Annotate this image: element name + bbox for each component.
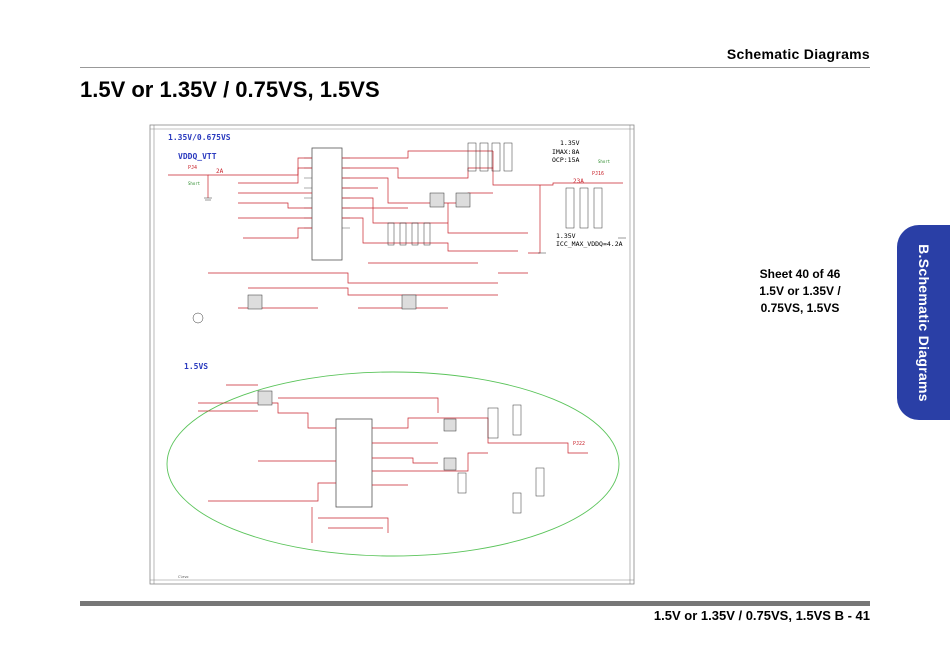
footer-text: 1.5V or 1.35V / 0.75VS, 1.5VS B - 41 (653, 608, 870, 623)
page-title: 1.5V or 1.35V / 0.75VS, 1.5VS (80, 77, 380, 102)
section-header: Schematic Diagrams (726, 46, 870, 62)
label-vs: 1.5VS (184, 362, 208, 371)
note-icc: ICC_MAX_VDDQ=4.2A (556, 240, 623, 248)
note-1-35v: 1.35V (560, 139, 580, 147)
svg-text:Short: Short (598, 159, 611, 164)
svg-text:Short: Short (188, 181, 201, 186)
side-tab-label: B.Schematic Diagrams (915, 243, 932, 402)
note-imax: IMAX:8A (552, 148, 579, 156)
label-pj22: PJ22 (573, 441, 585, 447)
footer-bar (80, 601, 870, 606)
sheet-number: Sheet 40 of 46 (759, 267, 841, 281)
label-23a: 23A (573, 178, 584, 185)
note-ocp: OCP:15A (552, 156, 579, 164)
label-top: 1.35V/0.675VS (168, 133, 231, 142)
header-divider (80, 67, 870, 68)
sheet-info: Sheet 40 of 46 1.5V or 1.35V / 0.75VS, 1… (740, 266, 860, 317)
sheet-title-line1: 1.5V or 1.35V / (759, 284, 841, 298)
label-pj4: PJ4 (188, 165, 197, 171)
note-1-35v-b: 1.35V (556, 232, 576, 240)
label-2a: 2A (216, 168, 224, 175)
label-vddq: VDDQ_VTT (178, 152, 217, 161)
svg-text:Clevo: Clevo (178, 575, 189, 579)
sheet-title-line2: 0.75VS, 1.5VS (760, 301, 840, 315)
schematic-diagram: 1.35V/0.675VS VDDQ_VTT PJ4 2A 1.35V IMAX… (148, 123, 636, 586)
side-tab[interactable]: B.Schematic Diagrams (897, 225, 950, 420)
label-pj16: PJ16 (592, 171, 604, 177)
